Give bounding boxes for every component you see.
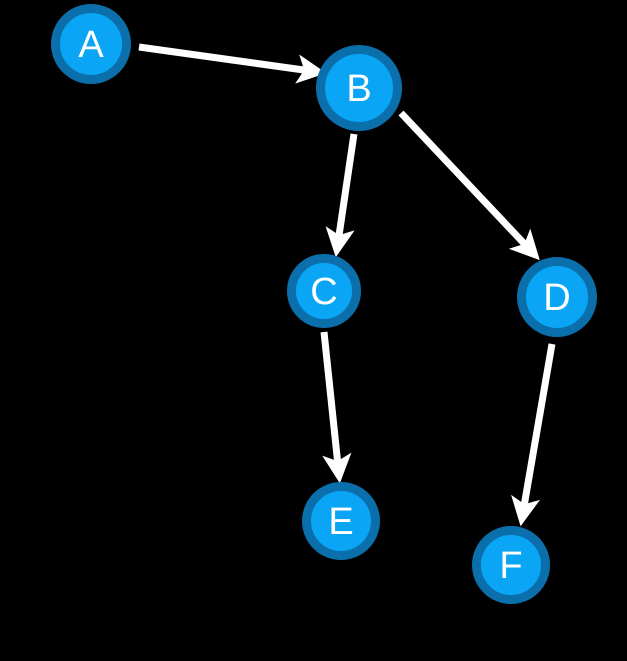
node-c[interactable]: C bbox=[287, 254, 361, 328]
node-label-f: F bbox=[499, 545, 522, 587]
node-e[interactable]: E bbox=[302, 482, 380, 560]
node-a[interactable]: A bbox=[51, 4, 131, 84]
edge-d-to-f[interactable] bbox=[511, 343, 556, 527]
node-d[interactable]: D bbox=[517, 257, 597, 337]
node-label-e: E bbox=[328, 501, 353, 543]
edge-b-to-c[interactable] bbox=[325, 133, 358, 258]
nodes-layer: A B C D E F bbox=[51, 4, 597, 604]
node-label-c: C bbox=[310, 271, 337, 313]
edges-layer bbox=[138, 43, 556, 527]
node-circle-d[interactable] bbox=[517, 257, 597, 337]
edge-a-to-b[interactable] bbox=[138, 43, 327, 84]
node-label-b: B bbox=[346, 68, 371, 110]
node-circle-e[interactable] bbox=[302, 482, 380, 560]
edge-c-to-e[interactable] bbox=[320, 331, 352, 484]
edge-b-to-d[interactable] bbox=[398, 110, 540, 261]
node-f[interactable]: F bbox=[472, 526, 550, 604]
node-circle-a[interactable] bbox=[51, 4, 131, 84]
node-circle-f[interactable] bbox=[472, 526, 550, 604]
node-circle-b[interactable] bbox=[316, 45, 402, 131]
node-label-d: D bbox=[543, 277, 570, 319]
node-circle-c[interactable] bbox=[287, 254, 361, 328]
node-b[interactable]: B bbox=[316, 45, 402, 131]
node-label-a: A bbox=[78, 24, 104, 66]
